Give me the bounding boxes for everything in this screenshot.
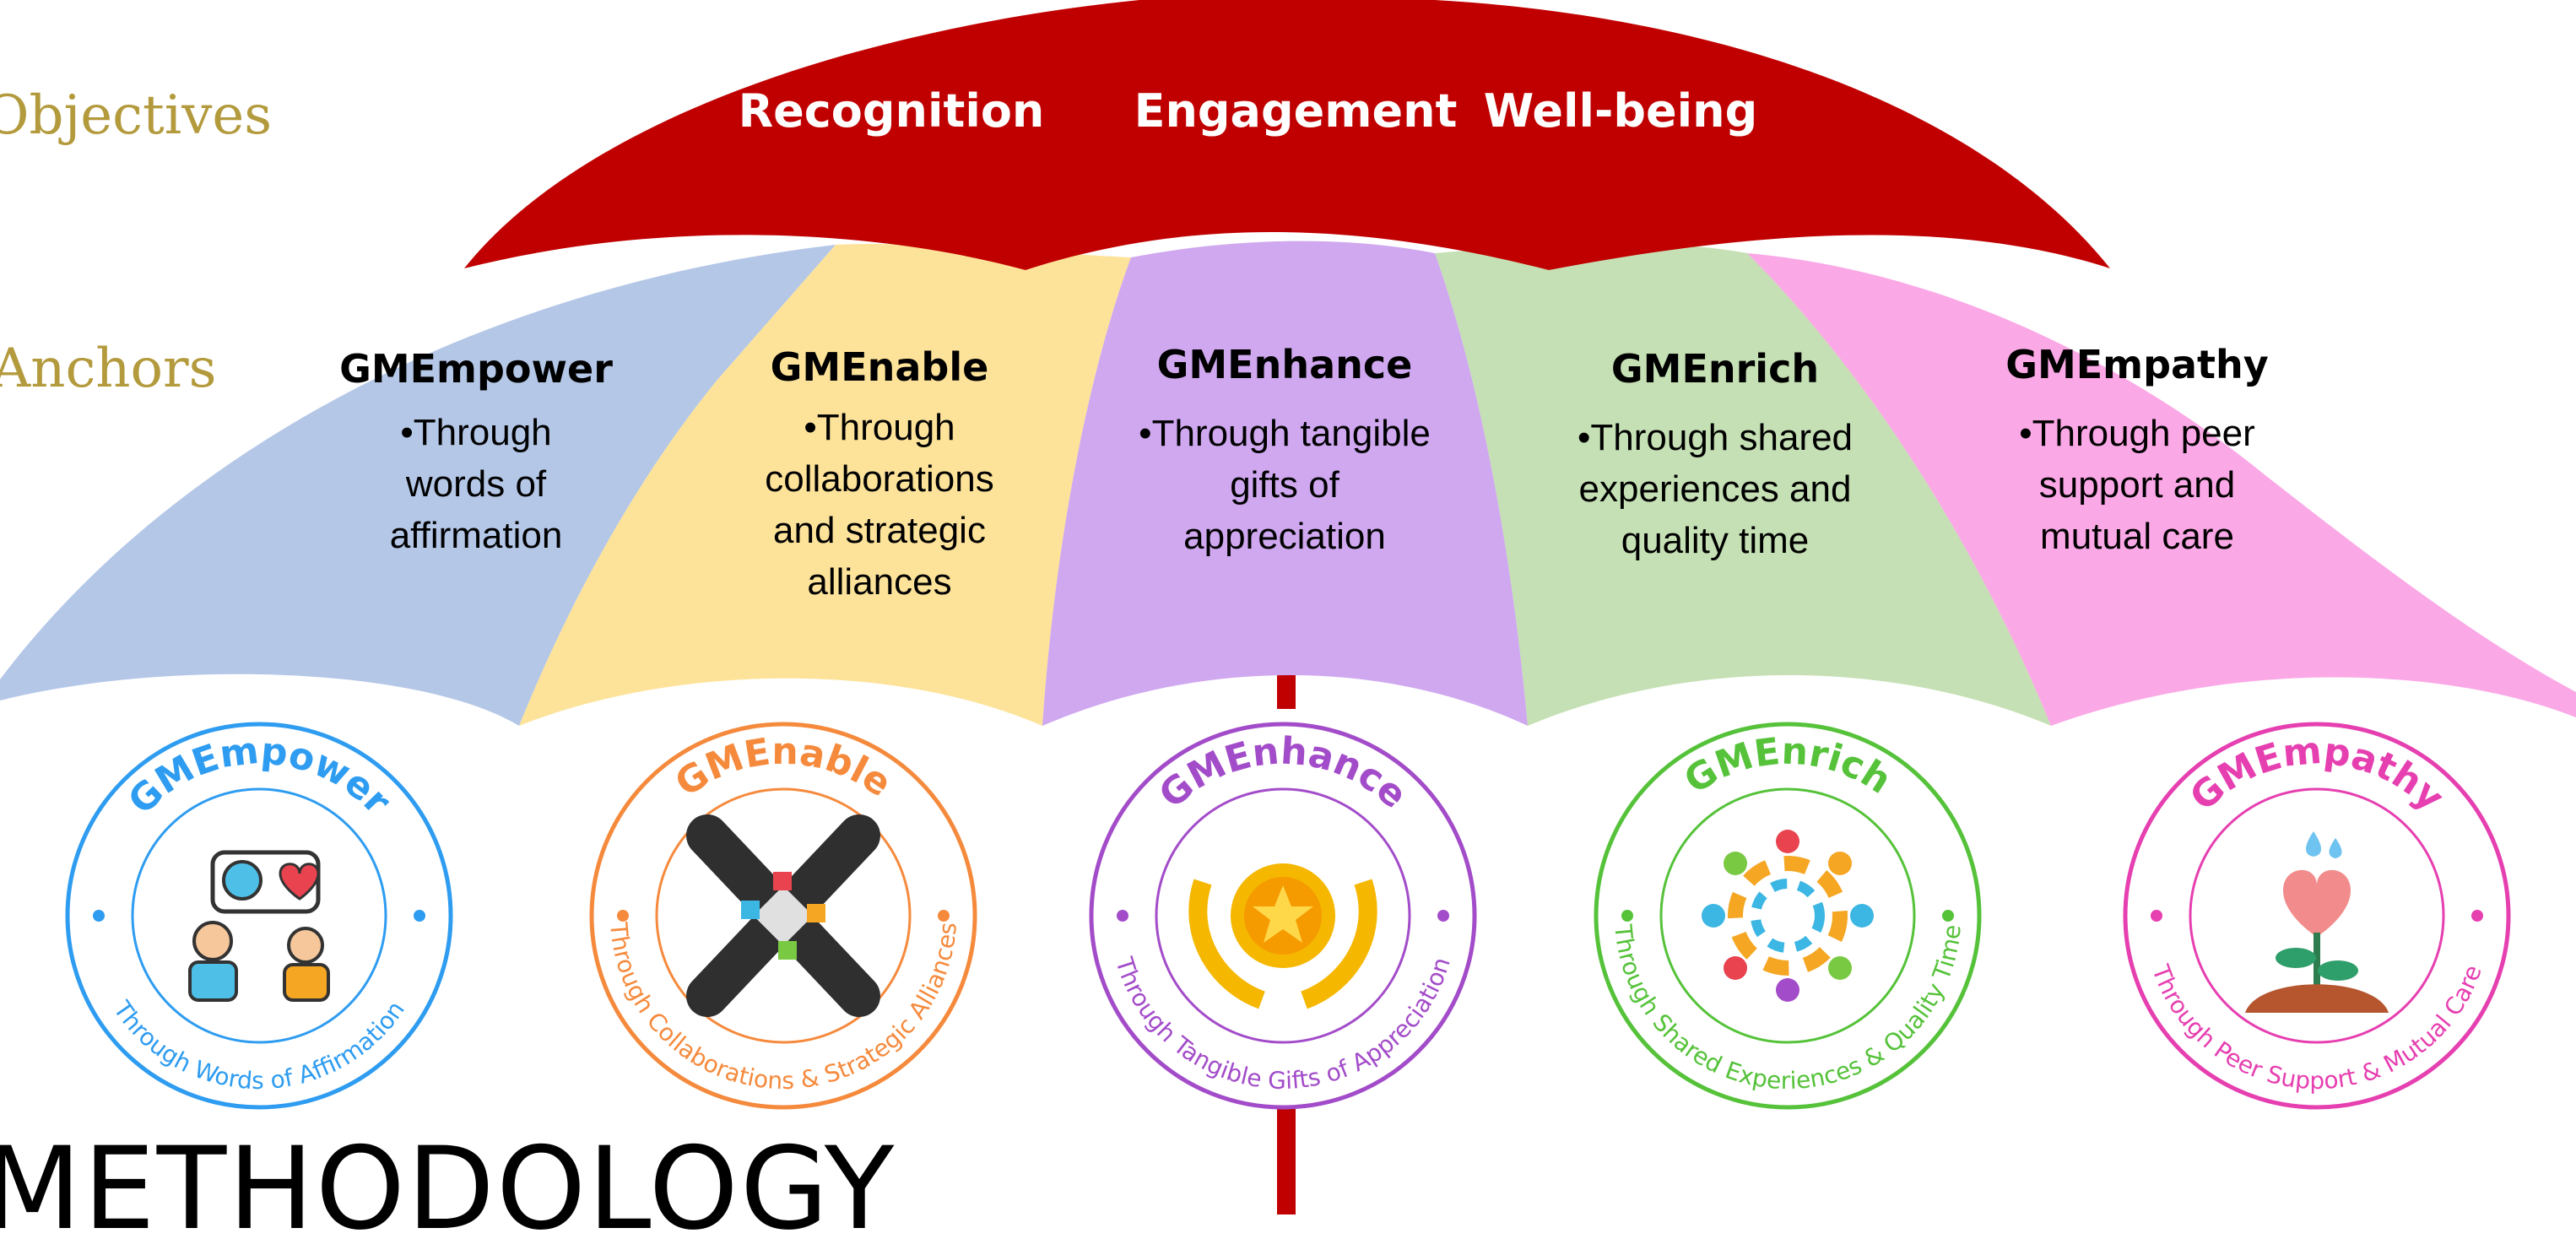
badge-gmenhance — [1089, 722, 1477, 1110]
objective-engagement: Engagement — [1134, 84, 1458, 138]
panel-gmenable — [519, 243, 1131, 727]
anchor-name: GMEmpower — [339, 346, 613, 392]
panel-gmempathy — [1747, 253, 2576, 726]
umbrella-diagram — [0, 0, 2576, 1214]
badge-gmenable — [589, 722, 977, 1110]
panel-gmenrich — [1435, 243, 2051, 726]
anchor-gmempathy: GMEmpathy •Through peer support and mutu… — [1918, 342, 2357, 562]
anchor-name: GMEmpathy — [2005, 342, 2269, 387]
objective-well-being: Well-being — [1483, 84, 1758, 138]
anchor-name: GMEnrich — [1610, 346, 1820, 392]
anchor-name: GMEnable — [770, 344, 989, 390]
puzzle-hands-icon — [686, 814, 880, 1017]
anchor-gmenhance: GMEnhance •Through tangible gifts of app… — [1065, 342, 1504, 562]
anchor-gmempower: GMEmpower •Through words of affirmation — [257, 346, 695, 561]
panel-gmenhance — [1042, 241, 1528, 726]
anchor-description: •Through tangible gifts of appreciation — [1139, 413, 1431, 557]
anchor-gmenable: GMEnable •Through collaborations and str… — [660, 344, 1099, 608]
star-medal-icon — [1188, 863, 1377, 1009]
anchor-description: •Through words of affirmation — [389, 412, 563, 556]
people-chat-icon — [188, 850, 330, 1002]
page-title: METHODOLOGY — [0, 1122, 896, 1255]
anchor-description: •Through peer support and mutual care — [2019, 413, 2255, 557]
badge-gmempower — [65, 722, 453, 1110]
objective-recognition: Recognition — [738, 84, 1045, 138]
anchors-row-label: Anchors — [0, 338, 217, 400]
badge-gmenrich — [1594, 722, 1982, 1110]
anchor-name: GMEnhance — [1156, 342, 1413, 387]
badge-gmempathy — [2123, 722, 2511, 1110]
anchor-description: •Through shared experiences and quality … — [1577, 417, 1854, 561]
umbrella-canopy — [464, 0, 2110, 270]
umbrella-shaft-lower — [1277, 1080, 1296, 1214]
heart-plant-icon — [2245, 831, 2389, 1013]
objectives-row-label: Objectives — [0, 84, 273, 147]
people-circle-icon — [1702, 830, 1874, 1002]
anchor-gmenrich: GMEnrich •Through shared experiences and… — [1496, 346, 1935, 566]
panel-gmempower — [0, 245, 836, 726]
anchor-description: •Through collaborations and strategic al… — [765, 407, 994, 603]
